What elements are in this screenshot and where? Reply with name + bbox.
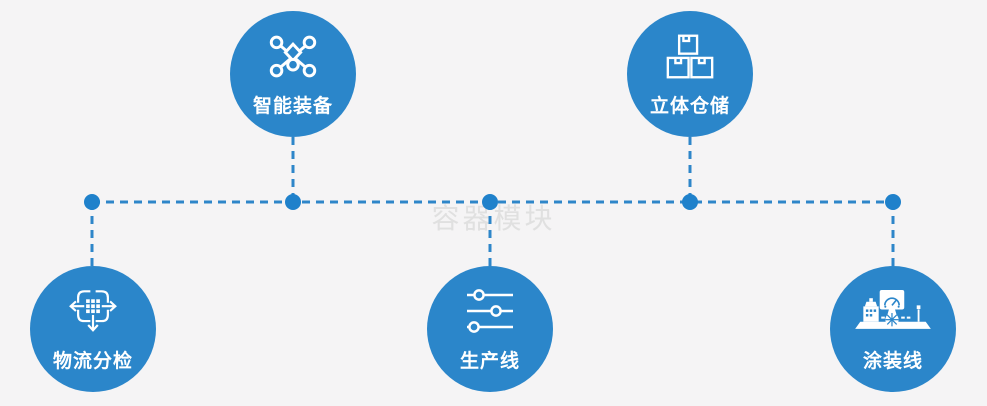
node-warehouse[interactable]: 立体仓储: [627, 11, 753, 137]
node-coating[interactable]: 涂装线: [830, 266, 956, 392]
junction-dot: [682, 194, 698, 210]
junction-dot: [482, 194, 498, 210]
junction-dot: [285, 194, 301, 210]
node-label: 生产线: [459, 351, 520, 372]
node-production[interactable]: 生产线: [427, 266, 553, 392]
stacked-boxes-icon: [665, 30, 715, 82]
node-logistics[interactable]: 物流分检: [30, 266, 156, 392]
machine-console-icon: [854, 285, 932, 337]
sorting-arrows-icon: [65, 285, 121, 337]
sliders-icon: [465, 285, 515, 337]
junction-dot: [84, 194, 100, 210]
node-label: 智能装备: [252, 96, 333, 117]
node-smart-equipment[interactable]: 智能装备: [230, 11, 356, 137]
node-label: 物流分检: [52, 351, 133, 372]
node-label: 涂装线: [862, 351, 923, 372]
junction-dot: [885, 194, 901, 210]
network-nodes-icon: [267, 30, 319, 82]
node-label: 立体仓储: [649, 96, 730, 117]
